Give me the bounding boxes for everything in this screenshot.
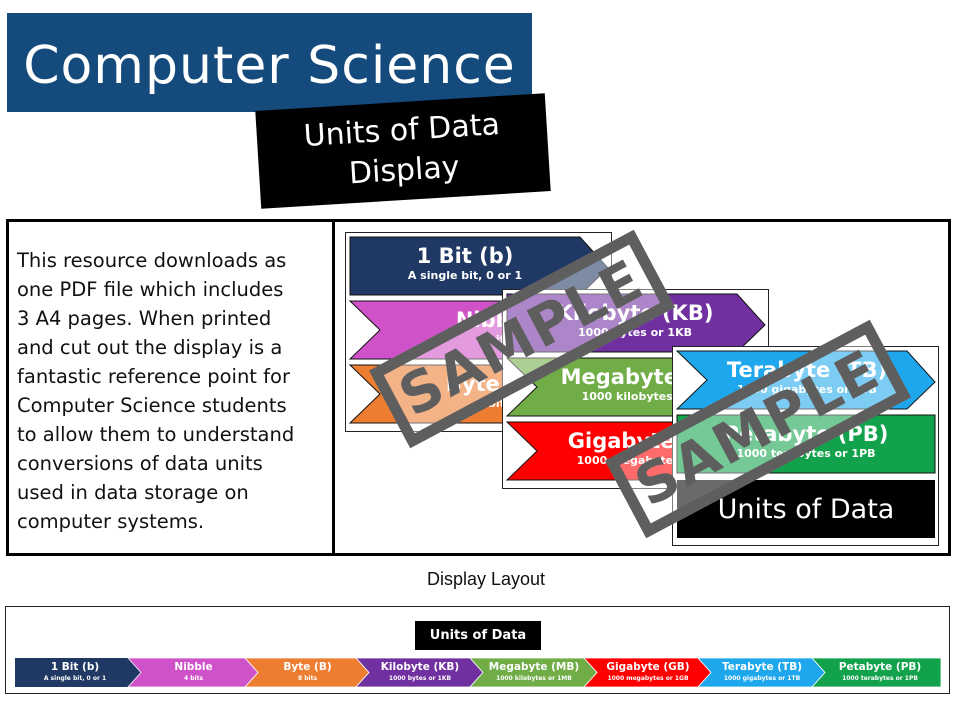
strip-item-nibble: Nibble 4 bits <box>174 661 213 682</box>
frame-divider <box>332 219 335 556</box>
description-line: to allow them to understand <box>17 423 295 446</box>
strip-item-byte: Byte (B) 8 bits <box>283 661 332 682</box>
unit-banner-terabyte: Terabyte (TB) 1000 gigabytes or 1TB <box>726 358 888 396</box>
strip-chevrons <box>15 658 941 687</box>
strip-item-kilobyte: Kilobyte (KB) 1000 bytes or 1KB <box>380 661 460 682</box>
description-line: 3 A4 pages. When printed <box>17 307 272 330</box>
page-3-banners <box>675 350 936 538</box>
units-strip: 1 Bit (b) A single bit, 0 or 1 Nibble 4 … <box>15 658 941 687</box>
description-line: Computer Science students <box>17 394 287 417</box>
subtitle-line-1: Units of Data <box>302 107 501 154</box>
strip-item-gigabyte: Gigabyte (GB) 1000 megabytes or 1GB <box>606 661 690 682</box>
preview-page-3: Terabyte (TB) 1000 gigabytes or 1TB Peta… <box>672 346 939 546</box>
description-line: one PDF file which includes <box>17 278 284 301</box>
unit-banner-petabyte: Petabyte (PB) 1000 terabytes or 1PB <box>723 422 889 460</box>
strip-item-petabyte: Petabyte (PB) 1000 terabytes or 1PB <box>838 661 922 682</box>
description-text: This resource downloads as one PDF file … <box>17 246 327 536</box>
layout-units-of-data: Units of Data <box>415 621 541 650</box>
units-of-data-banner: Units of Data <box>717 493 895 525</box>
display-layout-frame <box>5 606 950 694</box>
subtitle-banner: Units of Data Display <box>255 93 551 209</box>
subtitle-line-2: Display <box>347 149 461 192</box>
display-layout-label: Display Layout <box>426 569 546 589</box>
strip-item-megabyte: Megabyte (MB) 1000 kilobytes or 1MB <box>488 661 580 682</box>
description-line: conversions of data units <box>17 452 263 475</box>
unit-banner-bit: 1 Bit (b) A single bit, 0 or 1 <box>407 244 523 282</box>
description-line: computer systems. <box>17 510 205 533</box>
description-line: used in data storage on <box>17 481 249 504</box>
description-line: fantastic reference point for <box>17 365 290 388</box>
page-title: Computer Science <box>23 35 516 96</box>
description-line: This resource downloads as <box>17 249 287 272</box>
strip-item-bit: 1 Bit (b) A single bit, 0 or 1 <box>43 661 107 682</box>
strip-item-terabyte: Terabyte (TB) 1000 gigabytes or 1TB <box>721 661 803 682</box>
unit-banner-kilobyte: Kilobyte (KB) 1000 bytes or 1KB <box>556 301 714 339</box>
content-frame <box>6 219 951 556</box>
description-line: and cut out the display is a <box>17 336 283 359</box>
title-banner: Computer Science <box>7 13 532 112</box>
